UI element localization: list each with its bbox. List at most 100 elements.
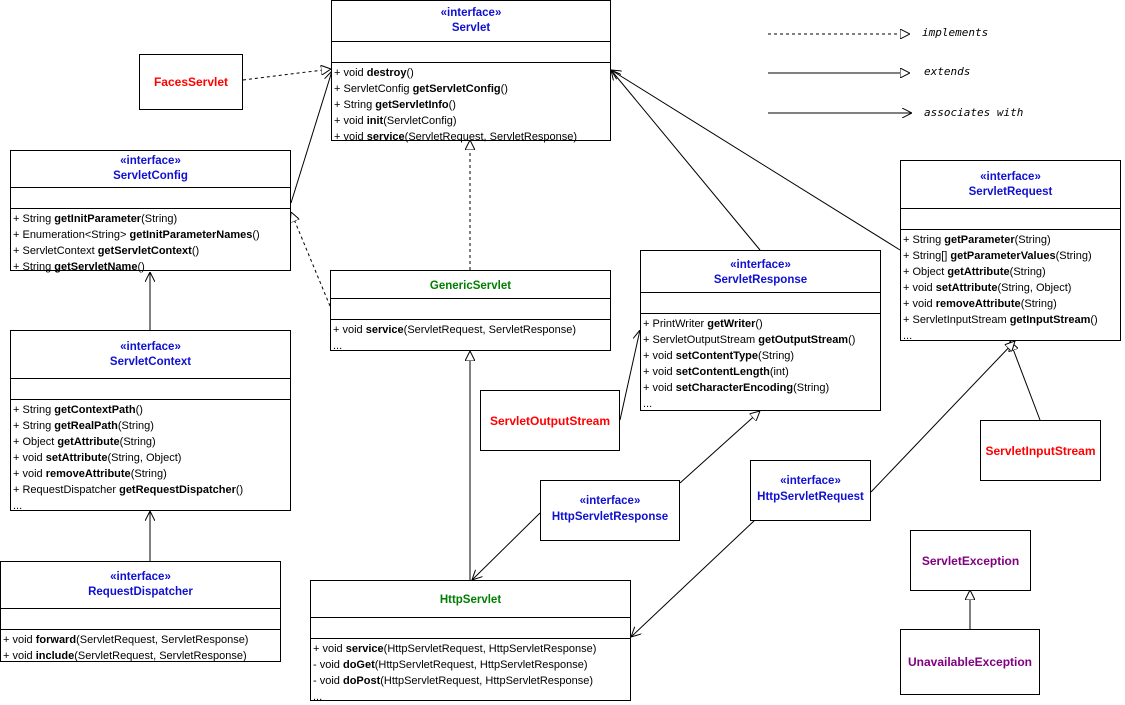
stereotype-label: «interface» bbox=[579, 495, 641, 507]
operation-signature-prefix: + String bbox=[13, 213, 55, 225]
operation-params: (HttpServletRequest, HttpServletResponse… bbox=[374, 659, 588, 671]
http-servlet-response-interface-box[interactable]: «interface» HttpServletResponse bbox=[540, 480, 680, 541]
operation-line: + RequestDispatcher getRequestDispatcher… bbox=[13, 482, 290, 498]
class-name: RequestDispatcher bbox=[88, 586, 193, 598]
operation-signature-prefix: + ServletOutputStream bbox=[643, 334, 759, 346]
generic-servlet-class-box[interactable]: GenericServlet + void service(ServletReq… bbox=[330, 270, 611, 354]
operation-line: + String getContextPath() bbox=[13, 402, 290, 418]
operation-params: () bbox=[848, 334, 856, 346]
class-name: ServletRequest bbox=[968, 186, 1053, 198]
faces-servlet-box[interactable]: FacesServlet bbox=[139, 54, 243, 110]
operation-line: + String[] getParameterValues(String) bbox=[903, 248, 1120, 264]
operation-name: getWriter bbox=[707, 318, 756, 330]
operations-compartment: + String getContextPath()+ String getRea… bbox=[11, 400, 290, 514]
servlet-request-interface-box[interactable]: «interface» ServletRequest + String getP… bbox=[900, 160, 1121, 342]
operation-signature-prefix: + void bbox=[3, 634, 36, 646]
servlet-response-assoc-servlet bbox=[611, 70, 761, 251]
operation-name: getOutputStream bbox=[758, 334, 849, 346]
operation-params: (String) bbox=[119, 436, 156, 448]
operation-line: + String getServletName() bbox=[13, 259, 290, 275]
operation-signature-prefix: + ServletContext bbox=[13, 245, 98, 257]
stereotype-label: «interface» bbox=[120, 155, 181, 167]
stereotype-label: «interface» bbox=[780, 475, 841, 487]
operation-params: (String) bbox=[1009, 266, 1046, 278]
class-name: UnavailableException bbox=[907, 655, 1033, 669]
operation-name: setAttribute bbox=[45, 452, 108, 464]
operation-name: getInputStream bbox=[1009, 314, 1091, 326]
generic-servlet-implements-servlet-config bbox=[291, 212, 331, 307]
operations-compartment: + void service(ServletRequest, ServletRe… bbox=[331, 320, 610, 354]
operation-name: doPost bbox=[342, 675, 381, 687]
operation-line: + void include(ServletRequest, ServletRe… bbox=[3, 648, 280, 664]
operation-line: + Enumeration<String> getInitParameterNa… bbox=[13, 227, 290, 243]
operation-params: (String) bbox=[117, 420, 154, 432]
http-servlet-request-interface-box[interactable]: «interface» HttpServletRequest bbox=[750, 460, 871, 521]
operation-name: removeAttribute bbox=[935, 298, 1021, 310]
attributes-compartment bbox=[11, 379, 290, 400]
operation-params: () bbox=[252, 229, 260, 241]
operation-signature-prefix: + ServletConfig bbox=[334, 83, 413, 95]
operation-signature-prefix: ... bbox=[903, 330, 913, 342]
operation-line: + void service(ServletRequest, ServletRe… bbox=[334, 129, 610, 145]
http-servlet-class-box[interactable]: HttpServlet + void service(HttpServletRe… bbox=[310, 580, 631, 703]
operation-line: + String getInitParameter(String) bbox=[13, 211, 290, 227]
servlet-config-interface-box[interactable]: «interface» ServletConfig + String getIn… bbox=[10, 150, 291, 273]
operations-compartment: + void service(HttpServletRequest, HttpS… bbox=[311, 639, 630, 705]
unavailable-exception-box[interactable]: UnavailableException bbox=[900, 629, 1040, 695]
operation-line: - void doGet(HttpServletRequest, HttpSer… bbox=[313, 657, 630, 673]
operation-name: getParameterValues bbox=[950, 250, 1056, 262]
operation-signature-prefix: + void bbox=[643, 382, 676, 394]
operation-line: + void removeAttribute(String) bbox=[13, 466, 290, 482]
operation-params: (String) bbox=[793, 382, 830, 394]
operation-name: getServletContext bbox=[97, 245, 192, 257]
operation-name: setContentType bbox=[675, 350, 759, 362]
operation-name: getRequestDispatcher bbox=[119, 484, 236, 496]
operation-name: doGet bbox=[342, 659, 375, 671]
operation-params: (String) bbox=[1055, 250, 1092, 262]
operation-params: () bbox=[135, 404, 143, 416]
operation-signature-prefix: + String bbox=[13, 420, 55, 432]
operation-line: + void setAttribute(String, Object) bbox=[903, 280, 1120, 296]
operation-params: (ServletRequest, ServletResponse) bbox=[76, 634, 249, 646]
operation-params: (String, Object) bbox=[997, 282, 1072, 294]
servlet-input-stream-box[interactable]: ServletInputStream bbox=[980, 420, 1101, 481]
operation-params: (String) bbox=[130, 468, 167, 480]
servlet-output-stream-box[interactable]: ServletOutputStream bbox=[480, 390, 620, 451]
servlet-request-assoc-servlet bbox=[611, 70, 901, 251]
operation-name: init bbox=[366, 115, 384, 127]
operation-signature-prefix: + void bbox=[13, 468, 46, 480]
operation-signature-prefix: + PrintWriter bbox=[643, 318, 708, 330]
servlet-input-stream-extends-servlet-request bbox=[1010, 341, 1041, 421]
legend-extends-label: extends bbox=[924, 65, 971, 78]
operation-line: ... bbox=[13, 498, 290, 514]
servlet-config-assoc-servlet bbox=[290, 71, 332, 204]
operation-params: (ServletRequest, ServletResponse) bbox=[403, 324, 577, 336]
operation-signature-prefix: + String bbox=[334, 99, 376, 111]
operation-line: ... bbox=[643, 396, 880, 412]
class-name: ServletConfig bbox=[113, 170, 188, 182]
operation-params: () bbox=[448, 99, 456, 111]
servlet-response-interface-box[interactable]: «interface» ServletResponse + PrintWrite… bbox=[640, 250, 881, 411]
class-name: ServletResponse bbox=[713, 274, 808, 286]
operation-line: + ServletInputStream getInputStream() bbox=[903, 312, 1120, 328]
operation-params: (String, Object) bbox=[107, 452, 182, 464]
class-name: GenericServlet bbox=[429, 280, 512, 292]
operation-name: setCharacterEncoding bbox=[675, 382, 794, 394]
operation-signature-prefix: ... bbox=[643, 398, 653, 410]
servlet-context-interface-box[interactable]: «interface» ServletContext + String getC… bbox=[10, 330, 291, 514]
operation-params: () bbox=[137, 261, 145, 273]
http-servlet-response-extends-servlet-response bbox=[679, 411, 760, 484]
stereotype-label: «interface» bbox=[980, 171, 1041, 183]
operation-name: getInitParameter bbox=[54, 213, 142, 225]
operation-signature-prefix: + String bbox=[13, 404, 55, 416]
operation-params: () bbox=[191, 245, 200, 257]
class-name: HttpServletResponse bbox=[551, 511, 669, 523]
servlet-interface-box[interactable]: «interface» Servlet + void destroy()+ Se… bbox=[331, 0, 611, 143]
operation-line: + ServletOutputStream getOutputStream() bbox=[643, 332, 880, 348]
request-dispatcher-interface-box[interactable]: «interface» RequestDispatcher + void for… bbox=[0, 561, 281, 662]
operation-params: (ServletRequest, ServletResponse) bbox=[404, 131, 578, 143]
http-servlet-request-extends-servlet-request bbox=[870, 341, 1015, 493]
operation-name: service bbox=[365, 324, 404, 336]
operation-signature-prefix: + void bbox=[13, 452, 46, 464]
servlet-exception-box[interactable]: ServletException bbox=[910, 530, 1031, 591]
